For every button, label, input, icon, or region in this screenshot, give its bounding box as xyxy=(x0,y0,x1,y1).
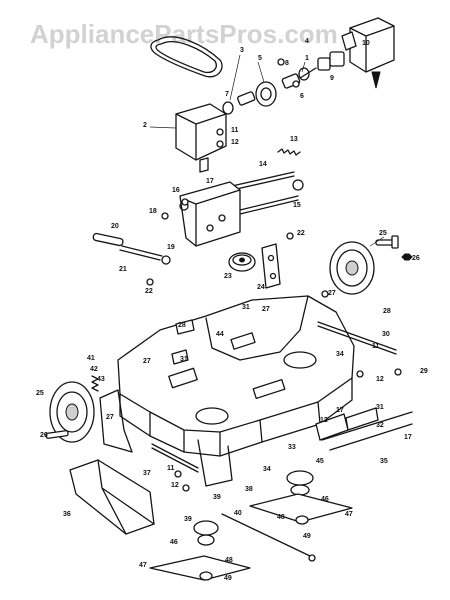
part-callout-24: 24 xyxy=(257,284,265,291)
part-callout-49: 49 xyxy=(224,575,232,582)
part-callout-35: 35 xyxy=(380,458,388,465)
part-callout-2: 2 xyxy=(143,122,147,129)
part-callout-12: 12 xyxy=(171,482,179,489)
part-callout-21: 21 xyxy=(119,266,127,273)
part-callout-7: 7 xyxy=(225,91,229,98)
part-callout-33: 33 xyxy=(288,444,296,451)
part-callout-44: 44 xyxy=(216,331,224,338)
lower-gearbox xyxy=(149,103,227,173)
part-callout-11: 11 xyxy=(231,127,239,134)
part-callout-46: 46 xyxy=(321,496,329,503)
part-callout-17: 17 xyxy=(336,407,344,414)
part-callout-8: 8 xyxy=(285,60,289,67)
right-wheel xyxy=(329,235,413,295)
part-callout-11: 11 xyxy=(167,465,175,472)
idler-rods xyxy=(231,171,304,215)
idler-pulley xyxy=(228,252,256,272)
part-callout-25: 25 xyxy=(379,230,387,237)
lift-rods xyxy=(151,321,413,473)
part-callout-42: 42 xyxy=(90,366,98,373)
part-callout-31: 31 xyxy=(376,404,384,411)
height-lever xyxy=(92,232,171,286)
part-callout-1: 1 xyxy=(305,55,309,62)
part-callout-25: 25 xyxy=(36,390,44,397)
side-brackets xyxy=(171,319,379,441)
part-callout-31: 31 xyxy=(180,356,188,363)
part-callout-12: 12 xyxy=(320,417,328,424)
drive-shaft-assembly xyxy=(222,51,345,115)
part-callout-29: 29 xyxy=(420,368,428,375)
part-callout-45: 45 xyxy=(316,458,324,465)
part-callout-22: 22 xyxy=(145,288,153,295)
part-callout-27: 27 xyxy=(328,290,336,297)
part-callout-34: 34 xyxy=(263,466,271,473)
idler-bracket xyxy=(261,243,281,289)
part-callout-17: 17 xyxy=(206,178,214,185)
part-callout-39: 39 xyxy=(184,516,192,523)
part-callout-41: 41 xyxy=(87,355,95,362)
watermark: AppliancePartsPros.com xyxy=(30,19,338,49)
part-callout-38: 38 xyxy=(245,486,253,493)
part-callout-46: 46 xyxy=(170,539,178,546)
part-callout-39: 39 xyxy=(213,494,221,501)
part-callout-9: 9 xyxy=(330,75,334,82)
part-callout-5: 5 xyxy=(258,55,262,62)
part-callout-22: 22 xyxy=(297,230,305,237)
part-callout-37: 37 xyxy=(143,470,151,477)
part-callout-40: 40 xyxy=(234,510,242,517)
part-callout-30: 30 xyxy=(382,331,390,338)
part-callout-48: 48 xyxy=(225,557,233,564)
left-wheel xyxy=(45,375,99,443)
part-callout-27: 27 xyxy=(262,306,270,313)
part-callout-28: 28 xyxy=(383,308,391,315)
part-callout-23: 23 xyxy=(224,273,232,280)
part-callout-47: 47 xyxy=(345,511,353,518)
part-callout-26: 26 xyxy=(40,432,48,439)
part-callout-12: 12 xyxy=(376,376,384,383)
part-callout-26: 26 xyxy=(412,255,420,262)
spring xyxy=(277,148,301,156)
part-callout-6: 6 xyxy=(300,93,304,100)
part-callout-11: 11 xyxy=(372,343,380,350)
upper-gearbox xyxy=(341,17,395,89)
part-callout-18: 18 xyxy=(149,208,157,215)
part-callout-49: 49 xyxy=(303,533,311,540)
part-callout-10: 10 xyxy=(362,40,370,47)
part-callout-17: 17 xyxy=(404,434,412,441)
part-callout-14: 14 xyxy=(259,161,267,168)
part-callout-48: 48 xyxy=(277,514,285,521)
part-callout-34: 34 xyxy=(336,351,344,358)
part-callout-27: 27 xyxy=(143,358,151,365)
part-callout-19: 19 xyxy=(167,244,175,251)
part-callout-27: 27 xyxy=(106,414,114,421)
part-callout-15: 15 xyxy=(293,202,301,209)
part-callout-47: 47 xyxy=(139,562,147,569)
part-callout-12: 12 xyxy=(231,139,239,146)
part-callout-32: 32 xyxy=(376,422,384,429)
part-callout-28: 28 xyxy=(178,322,186,329)
part-callout-16: 16 xyxy=(172,187,180,194)
mounting-bracket xyxy=(179,181,241,247)
part-callout-31: 31 xyxy=(242,304,250,311)
part-callout-43: 43 xyxy=(97,376,105,383)
discharge-chute xyxy=(69,459,155,535)
part-callout-3: 3 xyxy=(240,47,244,54)
part-callout-13: 13 xyxy=(290,136,298,143)
part-callout-20: 20 xyxy=(111,223,119,230)
blade-assemblies xyxy=(149,470,353,581)
part-callout-4: 4 xyxy=(305,38,309,45)
part-callout-36: 36 xyxy=(63,511,71,518)
drive-belt xyxy=(150,36,223,78)
